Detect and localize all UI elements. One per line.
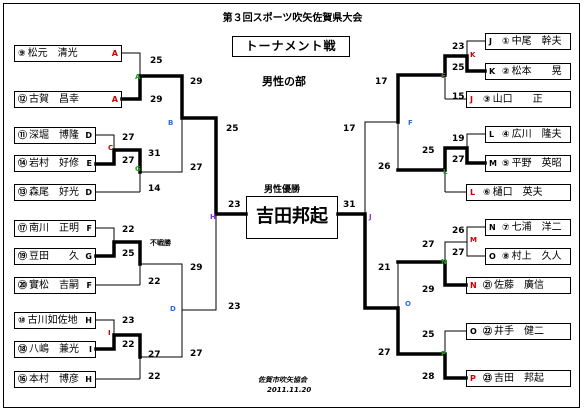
score: 27	[452, 155, 465, 165]
score: 14	[148, 184, 161, 194]
score: 27	[148, 350, 161, 360]
champion-label: 男性優勝	[264, 185, 301, 195]
match-label-l: L	[443, 168, 448, 176]
match-label-d: D	[170, 305, 176, 313]
score: 29	[150, 95, 163, 105]
score: 27	[452, 248, 465, 258]
score: 25	[452, 63, 465, 73]
score: 31	[343, 200, 356, 210]
score: 25	[422, 146, 435, 156]
match-label-k: K	[470, 51, 476, 59]
match-label-o: O	[405, 300, 411, 308]
match-label-n: N	[441, 258, 447, 266]
score: 22	[122, 225, 135, 235]
score: 15	[452, 92, 465, 102]
score: 29	[190, 77, 203, 87]
score: 22	[148, 372, 161, 382]
score: 23	[228, 200, 241, 210]
match-label-p: P	[441, 350, 447, 358]
match-label-h: H	[210, 213, 216, 221]
score: 25	[150, 56, 163, 66]
score: 25	[122, 249, 135, 259]
score: 17	[343, 124, 356, 134]
score: 26	[452, 226, 465, 236]
score: 22	[122, 340, 135, 350]
score: 25	[226, 124, 239, 134]
score: 23	[452, 42, 465, 52]
score: 23	[228, 302, 241, 312]
score: 26	[378, 162, 391, 172]
score: 31	[148, 149, 161, 159]
match-label-m: M	[470, 236, 477, 244]
match-label-a: A	[135, 73, 141, 81]
score: 27	[378, 348, 391, 358]
match-label-i: I	[108, 329, 111, 337]
champion-box: 吉田邦起	[246, 196, 338, 239]
match-label-e: E	[441, 72, 446, 80]
organizer: 佐賀市吹矢協会	[258, 376, 307, 384]
score: 27	[190, 163, 203, 173]
score: 22	[148, 277, 161, 287]
match-label-j: J	[369, 213, 372, 221]
score: 27	[122, 156, 135, 166]
score: 27	[422, 240, 435, 250]
score: 27	[190, 349, 203, 359]
score: 29	[422, 285, 435, 295]
score: 28	[422, 372, 435, 382]
match-label-f: F	[408, 119, 413, 127]
format-badge: トーナメント戦	[232, 36, 350, 57]
score: 19	[452, 134, 465, 144]
tournament-title: 第３回スポーツ吹矢佐賀県大会	[222, 13, 363, 24]
event-date: 2011.11.20	[267, 386, 312, 394]
score: 23	[122, 316, 135, 326]
score: 17	[375, 77, 388, 87]
score: 29	[190, 263, 203, 273]
score: 25	[422, 330, 435, 340]
score: 27	[122, 133, 135, 143]
division-label: 男性の部	[262, 75, 306, 88]
bye-note: 不戦勝	[150, 239, 171, 247]
match-label-b: B	[168, 119, 174, 127]
match-label-c: C	[108, 144, 114, 152]
page-frame	[3, 3, 580, 408]
match-label-g: G	[135, 165, 141, 173]
score: 21	[378, 263, 391, 273]
